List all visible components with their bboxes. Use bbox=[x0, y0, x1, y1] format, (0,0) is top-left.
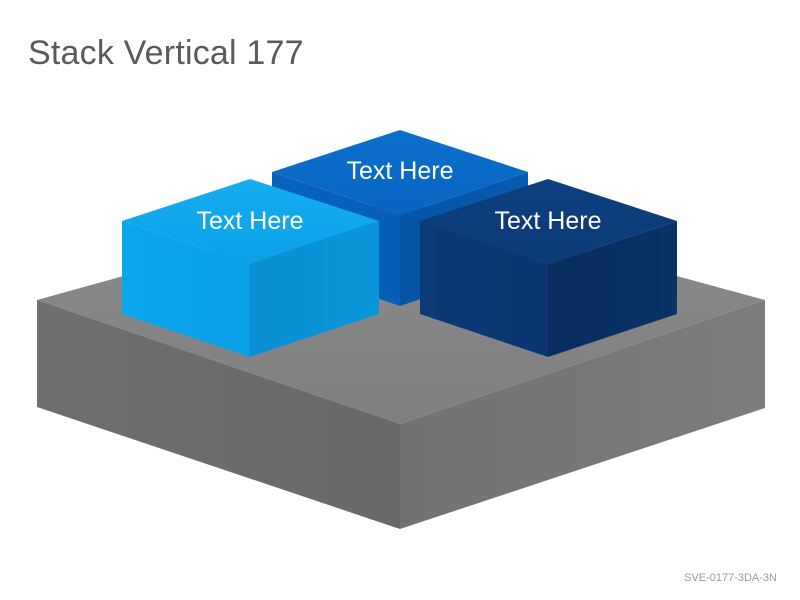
platform-left-face bbox=[37, 300, 400, 529]
block-dark-left-face bbox=[420, 221, 548, 357]
block-dark-blue: Text Here bbox=[420, 179, 677, 357]
block-medium-top-face bbox=[272, 130, 528, 215]
block-dark-label: Text Here bbox=[495, 207, 602, 235]
platform-right-face bbox=[400, 300, 765, 529]
block-light-label: Text Here bbox=[197, 207, 304, 235]
block-medium-label: Text Here bbox=[347, 157, 454, 185]
slide-code: SVE-0177-3DA-3N bbox=[684, 572, 777, 584]
block-light-right-face bbox=[250, 221, 379, 357]
block-dark-top-face bbox=[420, 179, 677, 264]
page-title: Stack Vertical 177 bbox=[28, 34, 304, 72]
block-light-top-face bbox=[122, 179, 379, 264]
block-dark-right-face bbox=[548, 221, 677, 357]
block-light-left-face bbox=[122, 221, 250, 357]
block-light-blue: Text Here bbox=[122, 179, 379, 357]
